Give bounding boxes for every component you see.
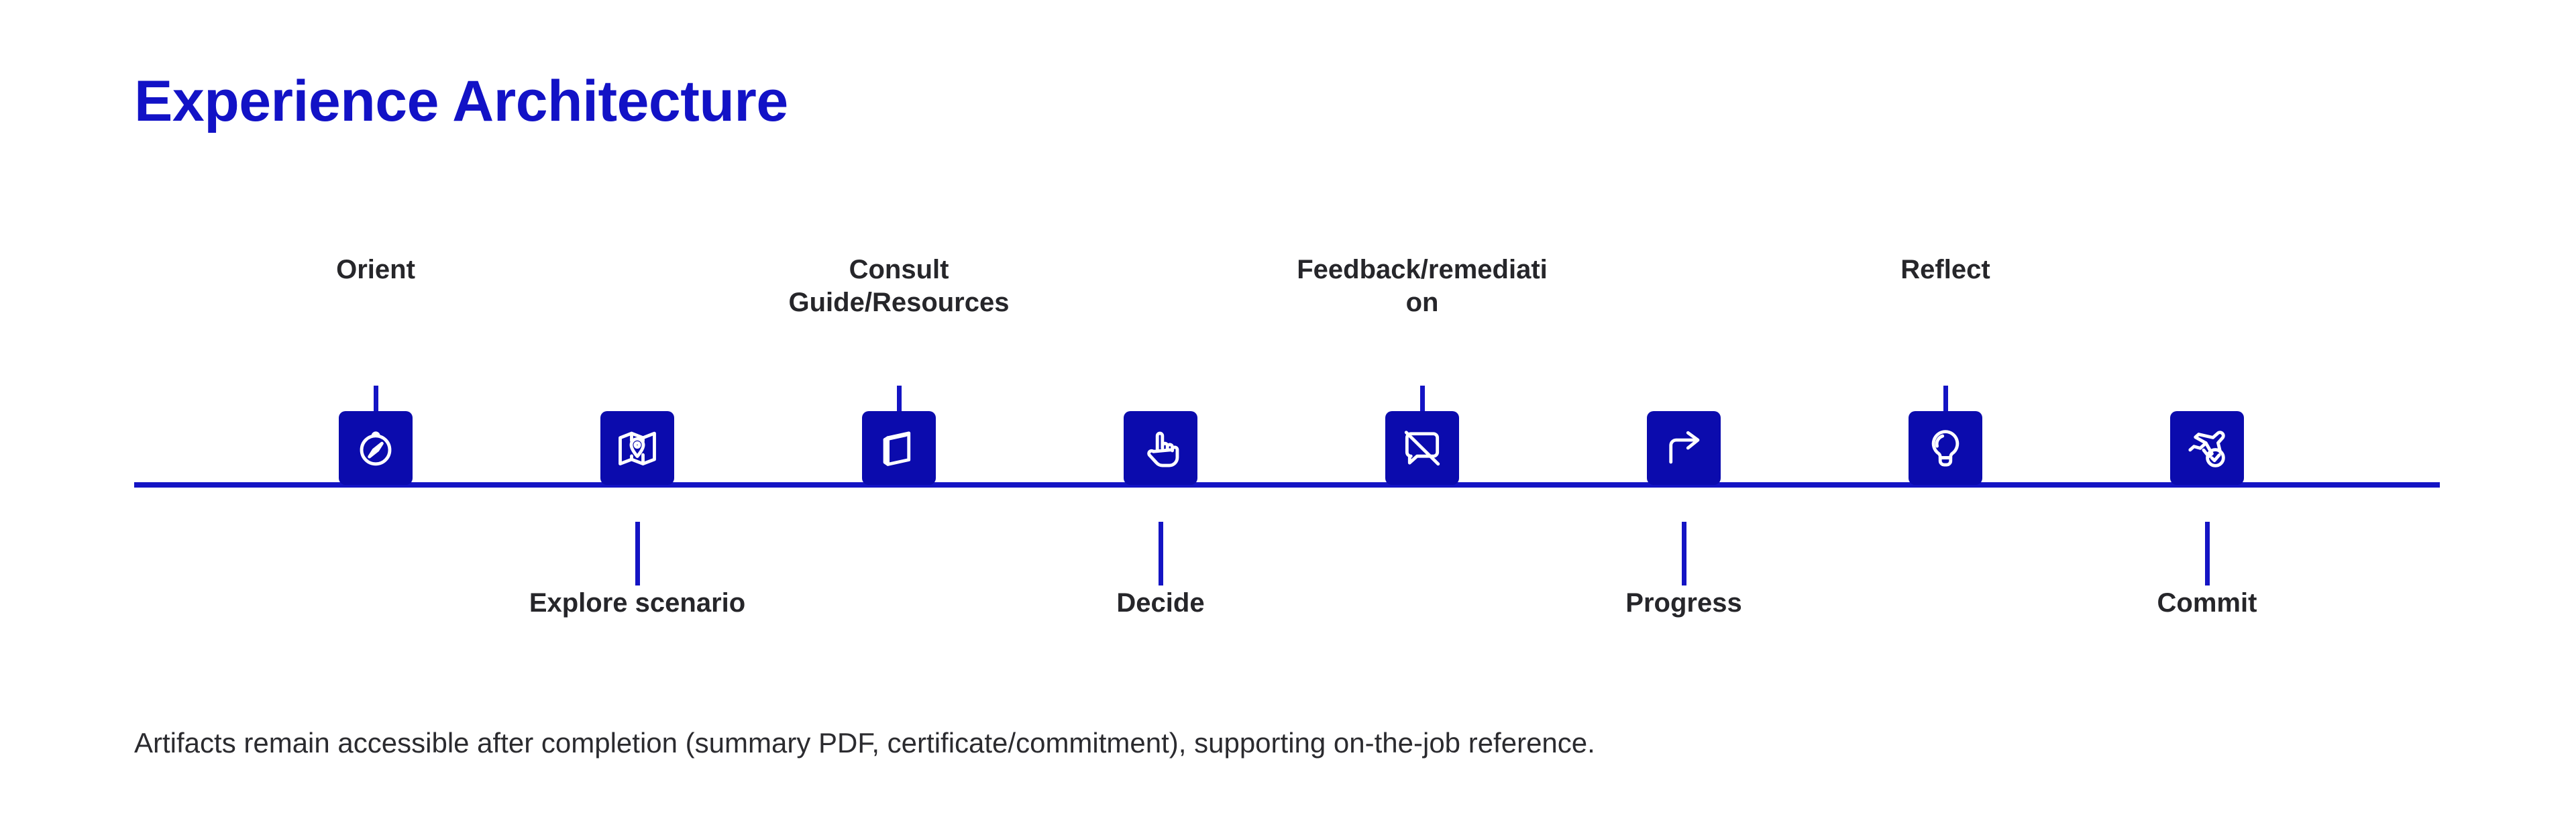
timeline-node-label: Feedback/remediation — [1297, 255, 1548, 317]
timeline-node-5[interactable] — [1385, 411, 1459, 485]
chat-bubble-off-icon — [1399, 425, 1445, 471]
book-icon — [876, 425, 922, 471]
pointing-hand-icon — [1138, 425, 1183, 471]
timeline-node-7[interactable] — [1909, 411, 1982, 485]
timeline-node-label: Consult Guide/Resources — [788, 255, 1010, 317]
page-title: Experience Architecture — [134, 69, 788, 133]
timeline-node-label: Explore scenario — [529, 588, 746, 618]
node-connector-stem — [1681, 522, 1686, 585]
timeline-node-label: Progress — [1625, 588, 1742, 618]
lightbulb-icon — [1923, 425, 1968, 471]
node-connector-stem — [1158, 522, 1163, 585]
timeline-node-2[interactable] — [600, 411, 674, 485]
timeline-node-6[interactable] — [1647, 411, 1721, 485]
timeline-node-3[interactable] — [862, 411, 936, 485]
timeline-node-label: Commit — [2157, 588, 2257, 618]
timeline-node-8[interactable] — [2170, 411, 2244, 485]
node-connector-stem — [635, 522, 640, 585]
plane-check-icon — [2184, 425, 2230, 471]
timeline-axis — [134, 482, 2440, 488]
timeline-node-1[interactable] — [339, 411, 413, 485]
timeline-node-label: Decide — [1116, 588, 1205, 618]
timeline-node-label: Orient — [336, 255, 415, 284]
caption-text: Artifacts remain accessible after comple… — [134, 727, 1595, 759]
timeline-node-4[interactable] — [1124, 411, 1197, 485]
compass-icon — [353, 425, 398, 471]
node-connector-stem — [2204, 522, 2210, 585]
arrow-turn-right-icon — [1661, 425, 1707, 471]
map-pin-icon — [614, 425, 660, 471]
timeline-node-label: Reflect — [1900, 255, 1990, 284]
